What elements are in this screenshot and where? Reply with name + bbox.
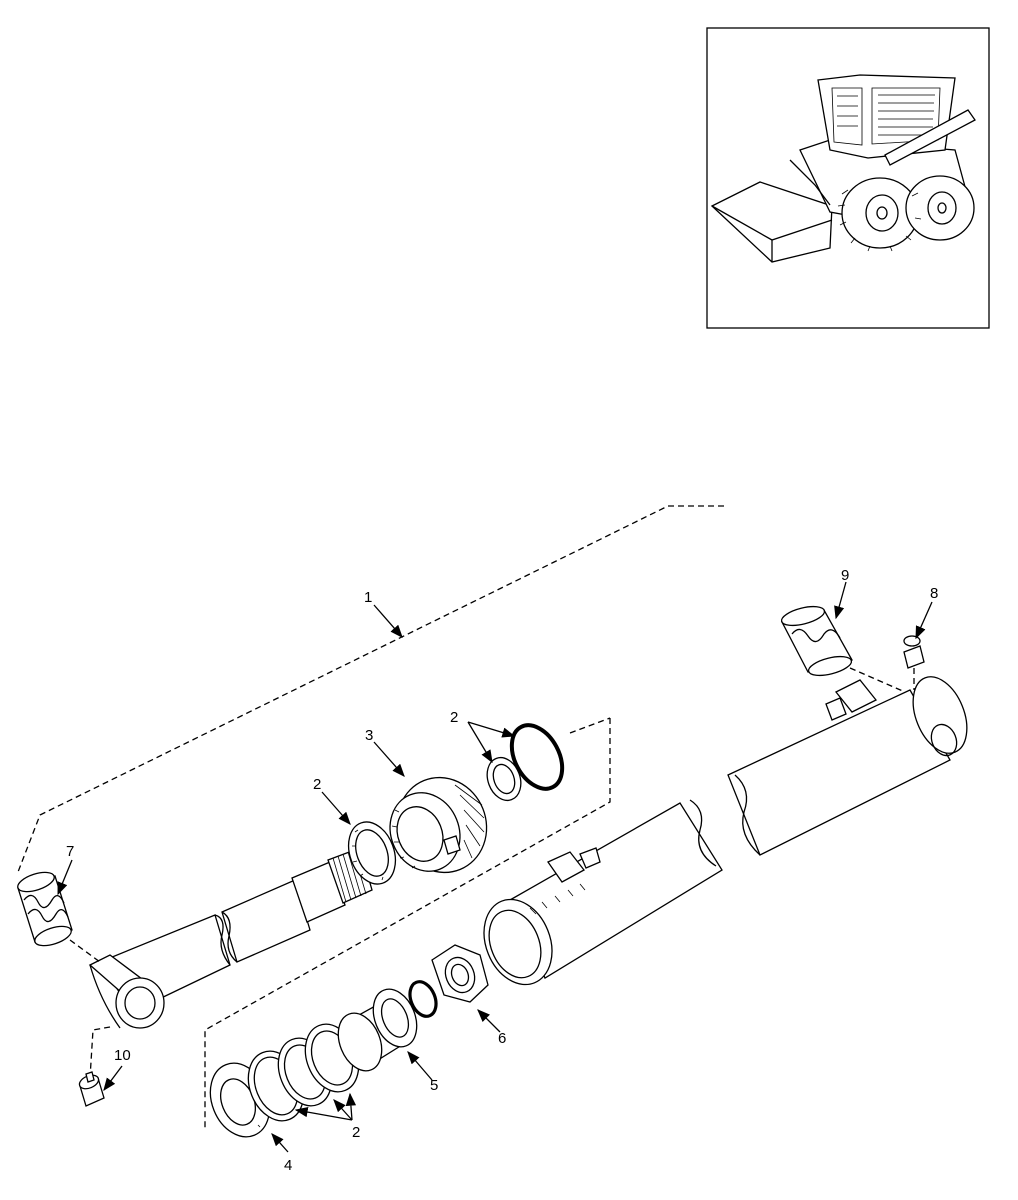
callout-7: 7 — [66, 843, 74, 860]
callout-leaders — [57, 581, 933, 1153]
cylinder-barrel — [483, 676, 968, 986]
seal-2-rod-wiper — [347, 821, 397, 885]
bushing-9 — [780, 605, 853, 677]
callout-5: 5 — [430, 1077, 438, 1094]
bushing-9-alignment — [849, 667, 906, 693]
callout-1: 1 — [364, 589, 372, 606]
callout-3: 3 — [365, 727, 373, 744]
callout-4: 4 — [284, 1157, 292, 1174]
nut-6 — [431, 944, 489, 1003]
rod-eye — [115, 977, 165, 1029]
o-ring-small — [408, 980, 438, 1018]
callout-10: 10 — [114, 1047, 131, 1064]
seal-2-small — [486, 756, 522, 802]
gland-3 — [389, 776, 488, 874]
grease-fitting-10 — [78, 1026, 111, 1107]
callout-2-stack: 2 — [352, 1124, 360, 1141]
callout-2-upper: 2 — [450, 709, 458, 726]
piston-rod — [88, 847, 373, 1029]
assembly-1-inner-top — [569, 717, 611, 734]
piston-head-5 — [337, 988, 418, 1072]
callout-2-wiper: 2 — [313, 776, 321, 793]
callout-6: 6 — [498, 1030, 506, 1047]
bushing-7-alignment — [69, 939, 101, 963]
assembly-1-inner-outline — [204, 718, 611, 1130]
callout-labels: 1 2 2 2 3 4 5 6 7 8 9 10 — [66, 567, 938, 1174]
assembly-1-outline — [17, 505, 724, 873]
locator-inset — [706, 27, 990, 329]
o-ring-2-upper — [509, 723, 565, 791]
callout-8: 8 — [930, 585, 938, 602]
skid-steer-loader-illustration — [710, 74, 976, 263]
callout-9: 9 — [841, 567, 849, 584]
bushing-7 — [17, 871, 73, 947]
